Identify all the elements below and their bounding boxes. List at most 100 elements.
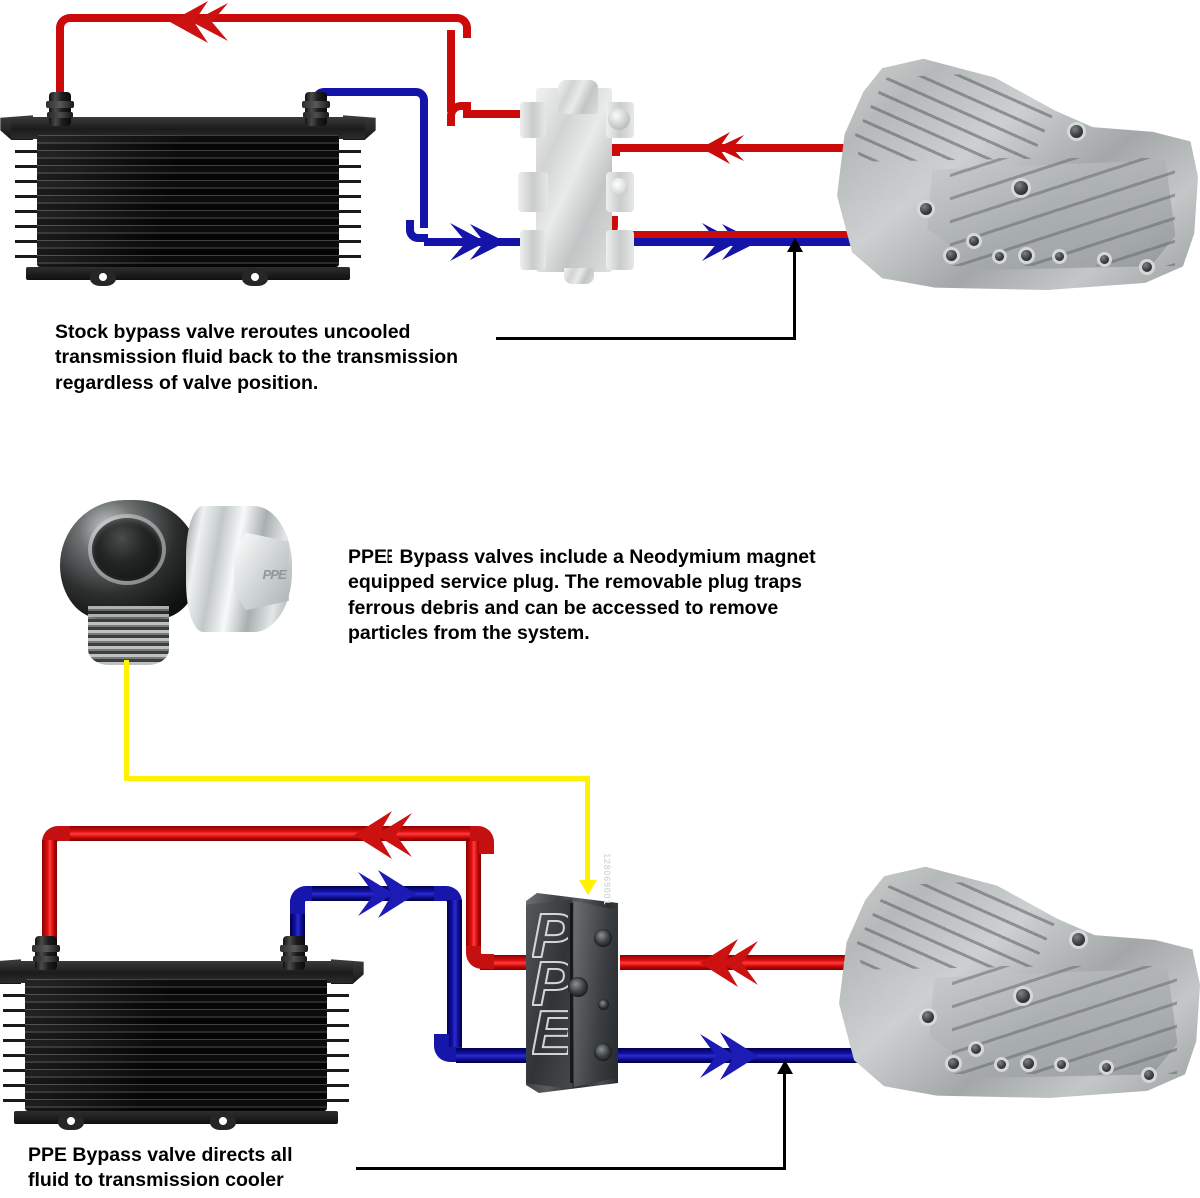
stock-bypass-valve — [514, 80, 638, 284]
transmission-bolt — [1023, 1057, 1035, 1069]
ppe-valve-port-lower — [594, 1043, 613, 1061]
pipe-hot-bottom-riser — [466, 840, 481, 946]
transmission-bolt — [1057, 1060, 1067, 1070]
elbow-hot-bottom-top — [466, 826, 494, 854]
transmission-bolt — [948, 1057, 960, 1069]
valve-bottom-spigot — [564, 268, 594, 284]
arrow-hot-bottom-2-icon — [354, 811, 412, 859]
elbow-cool-top-right — [406, 88, 428, 110]
service-plug-hex: PPE — [186, 503, 292, 637]
callout-magnet-plug: PPEE Bypass valves include a Neodymium m… — [348, 545, 928, 646]
cooler-mount-lug — [58, 1112, 84, 1130]
pipe-cool-bottom-drop — [447, 900, 462, 1048]
pipe-bypass-return — [600, 231, 864, 238]
transmission-bolt — [1072, 932, 1086, 946]
cooler-outlet-fitting-bottom — [280, 936, 308, 970]
ppe-valve-left-face — [526, 899, 572, 1089]
elbow-cool-bottom-cooler — [290, 886, 318, 914]
arrow-cool-bottom-2-icon — [700, 1032, 758, 1080]
cooler-fins-right — [335, 150, 361, 263]
transmission-bolt — [1013, 181, 1028, 196]
transmission-pan-ribs — [951, 965, 1178, 1075]
valve-flange-left-mid — [518, 172, 548, 212]
transmission-bolt — [994, 252, 1004, 262]
transmission-bolt — [968, 235, 979, 246]
pipe-hot-ppe-to-elbow — [480, 955, 540, 970]
pointer-magnet-horizontal — [124, 776, 590, 781]
transmission-bellhousing-ribs — [857, 881, 1056, 970]
cooler-top-rail — [0, 961, 353, 983]
valve-flange-right-bottom — [606, 230, 634, 270]
cooler-bottom-rail — [26, 266, 350, 281]
cooler-inlet-fitting-top — [46, 92, 74, 126]
cooler-core — [37, 134, 339, 267]
arrow-hot-top-icon — [170, 1, 228, 43]
transmission-bellhousing-ribs — [855, 73, 1054, 162]
pipe-cool-bottom-to-trans — [456, 1048, 876, 1063]
ppe-wordmark-stylized-e: E — [387, 546, 393, 568]
transmission-bolt — [1070, 124, 1084, 138]
cooler-inlet-fitting-bottom — [32, 936, 60, 970]
pipe-hot-trans-to-ppe — [620, 955, 872, 970]
pointer-magnet-vertical-1 — [124, 660, 129, 780]
ppe-valve-part-number: 128069001 — [601, 852, 613, 905]
callout-magnet-body: Bypass valves include a Neodymium magnet… — [348, 546, 816, 645]
arrow-cool-2-icon — [702, 223, 758, 261]
pipe-hot-to-cooler-inlet — [56, 30, 64, 100]
pointer-magnet-arrow-icon — [579, 880, 597, 895]
elbow-cool-bottom — [406, 220, 428, 242]
elbow-hot-top-right — [447, 14, 471, 38]
transmission-bolt — [1055, 252, 1065, 262]
transmission-bolt — [1143, 1069, 1154, 1080]
cooler-fins-left — [3, 994, 29, 1107]
valve-main-body — [536, 88, 612, 272]
neodymium-magnet-plug — [60, 500, 200, 665]
elbow-hot-mid-up — [447, 102, 471, 126]
transmission-bolt — [1021, 249, 1033, 261]
ppe-wordmark-prefix: PPE — [348, 546, 388, 568]
leader-stock-vertical — [793, 248, 796, 340]
arrow-cool-1-icon — [450, 223, 506, 261]
valve-upper-boss — [558, 80, 598, 114]
cooler-outlet-fitting-top — [302, 92, 330, 126]
valve-flange-left-bottom — [520, 230, 546, 270]
pipe-hot-mid-riser — [447, 30, 455, 112]
cooler-mount-lug — [90, 268, 116, 286]
arrow-hot-to-valve-icon — [701, 132, 744, 164]
cooler-mount-lug — [210, 1112, 236, 1130]
ppe-valve-port-side — [597, 999, 609, 1010]
transmission-bolt — [996, 1060, 1006, 1070]
pointer-magnet-vertical-2 — [585, 776, 590, 884]
elbow-hot-bottom-right — [466, 941, 494, 969]
service-plug-hex-face — [233, 532, 289, 611]
cooler-core — [25, 978, 327, 1111]
magnet-plug-threads — [88, 605, 170, 665]
transmission-bolt — [921, 1010, 934, 1023]
elbow-hot-top-left — [56, 14, 80, 38]
transmission-top — [822, 54, 1198, 290]
callout-stock-bypass: Stock bypass valve reroutes uncooled tra… — [55, 321, 459, 394]
transmission-bolt — [946, 249, 958, 261]
transmission-bolt — [1015, 989, 1030, 1004]
magnet-plug-magnet-face — [92, 518, 163, 581]
arrow-cool-bottom-1-icon — [358, 870, 416, 918]
pipe-hot-trans-to-valve — [604, 144, 862, 152]
ppe-valve-port-upper — [594, 929, 613, 947]
pipe-hot-bottom-to-cooler — [42, 840, 57, 940]
leader-stock-horizontal — [496, 337, 796, 340]
callout-ppe-bypass: PPE Bypass valve directs all fluid to tr… — [28, 1144, 293, 1192]
cooler-top-rail — [11, 117, 365, 139]
cooler-fins-right — [323, 994, 349, 1107]
arrow-hot-bottom-1-icon — [700, 939, 758, 987]
cooler-bottom-rail — [14, 1110, 338, 1125]
cooler-fins-left — [15, 150, 41, 263]
cooler-mount-lug — [242, 268, 268, 286]
pipe-cool-top-run — [330, 88, 414, 96]
leader-ppe-vertical — [783, 1070, 786, 1170]
transmission-bolt — [1141, 261, 1152, 272]
transmission-pan-ribs — [949, 157, 1176, 267]
transmission-bolt — [970, 1043, 981, 1054]
valve-flange-left-top — [520, 102, 546, 138]
